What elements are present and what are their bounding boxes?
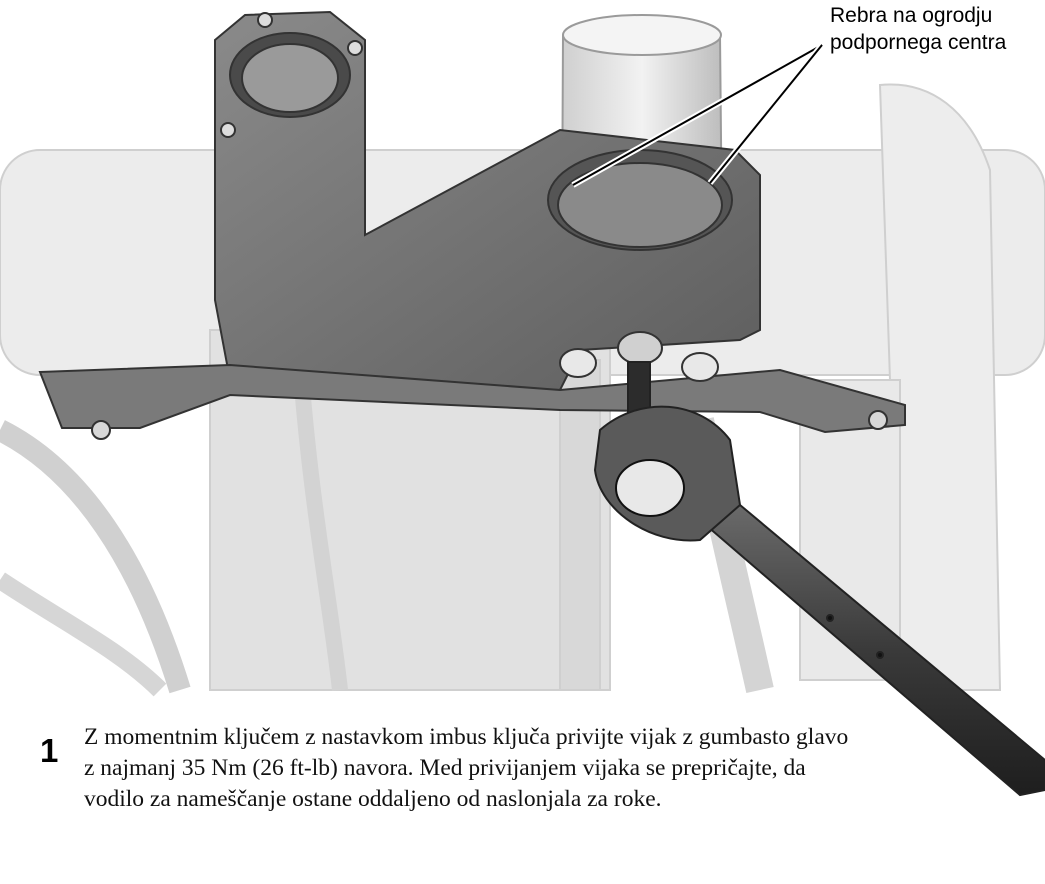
callout-label-line-2: podpornega centra — [830, 31, 1007, 54]
callout-leaders — [571, 42, 825, 188]
callout-label: Rebra na ogrodju podpornega centra — [830, 2, 1006, 56]
torque-wrench-icon — [593, 361, 1045, 797]
step-number: 1 — [40, 732, 59, 769]
step-text: Z momentnim ključem z nastavkom imbus kl… — [84, 724, 849, 812]
callout-label-line-1: Rebra na ogrodju — [830, 4, 993, 27]
support-center-casting — [38, 10, 906, 440]
